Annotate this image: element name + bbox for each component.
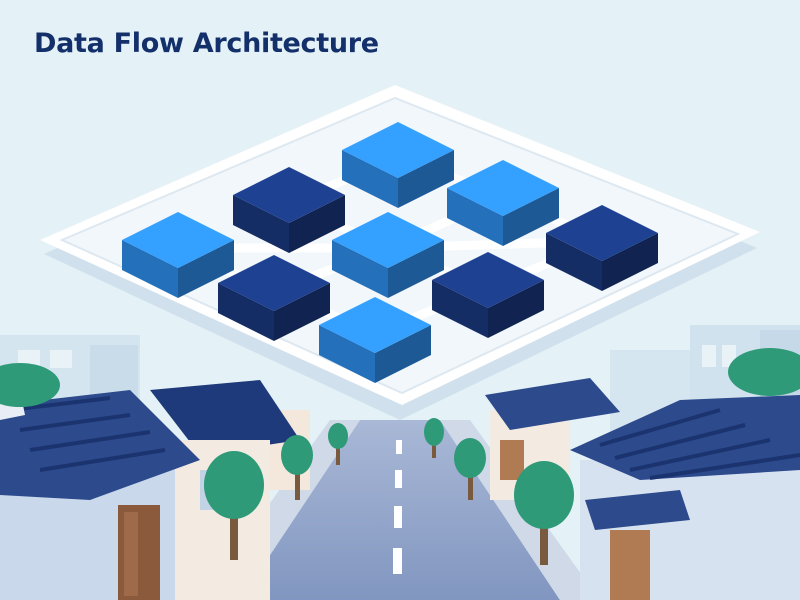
- house-roof: [150, 380, 300, 455]
- node-top-face: [319, 297, 431, 353]
- data-node-light[interactable]: [332, 212, 444, 298]
- tree: [514, 461, 574, 529]
- data-node-dark[interactable]: [218, 255, 330, 341]
- house-roof: [570, 395, 800, 480]
- awning: [585, 490, 690, 530]
- trees: [0, 348, 800, 565]
- lane-marking: [395, 470, 402, 488]
- node-right-face: [398, 150, 454, 208]
- right-houses: [485, 378, 800, 600]
- node-left-face: [432, 280, 488, 338]
- data-node-light[interactable]: [122, 212, 234, 298]
- node-left-face: [342, 150, 398, 208]
- node-left-face: [233, 195, 289, 253]
- node-left-face: [122, 240, 178, 298]
- node-top-face: [332, 212, 444, 268]
- node-grid: [122, 122, 658, 383]
- node-top-face: [218, 255, 330, 311]
- node-left-face: [218, 283, 274, 341]
- tree: [454, 438, 486, 478]
- tree: [0, 363, 60, 407]
- node-right-face: [488, 280, 544, 338]
- node-right-face: [602, 233, 658, 291]
- lane-marking: [393, 548, 402, 574]
- tree: [281, 435, 313, 475]
- lane-marking: [394, 506, 402, 528]
- node-top-face: [233, 167, 345, 223]
- data-node-light[interactable]: [447, 160, 559, 246]
- tree: [728, 348, 800, 396]
- node-right-face: [289, 195, 345, 253]
- data-node-light[interactable]: [342, 122, 454, 208]
- house-roof: [485, 378, 620, 430]
- page-title: Data Flow Architecture: [34, 28, 379, 59]
- data-node-dark[interactable]: [546, 205, 658, 291]
- node-top-face: [342, 122, 454, 178]
- node-left-face: [319, 325, 375, 383]
- node-right-face: [375, 325, 431, 383]
- data-node-light[interactable]: [319, 297, 431, 383]
- tree: [204, 451, 264, 519]
- node-right-face: [274, 283, 330, 341]
- node-right-face: [503, 188, 559, 246]
- house-roof: [0, 390, 200, 500]
- node-left-face: [546, 233, 602, 291]
- node-top-face: [546, 205, 658, 261]
- tree: [424, 418, 444, 446]
- node-right-face: [388, 240, 444, 298]
- house-door: [610, 530, 650, 600]
- data-node-dark[interactable]: [233, 167, 345, 253]
- node-top-face: [447, 160, 559, 216]
- node-top-face: [122, 212, 234, 268]
- tree: [328, 423, 348, 449]
- node-right-face: [178, 240, 234, 298]
- data-node-dark[interactable]: [432, 252, 544, 338]
- node-top-face: [432, 252, 544, 308]
- lane-marking: [396, 440, 402, 454]
- node-left-face: [447, 188, 503, 246]
- node-left-face: [332, 240, 388, 298]
